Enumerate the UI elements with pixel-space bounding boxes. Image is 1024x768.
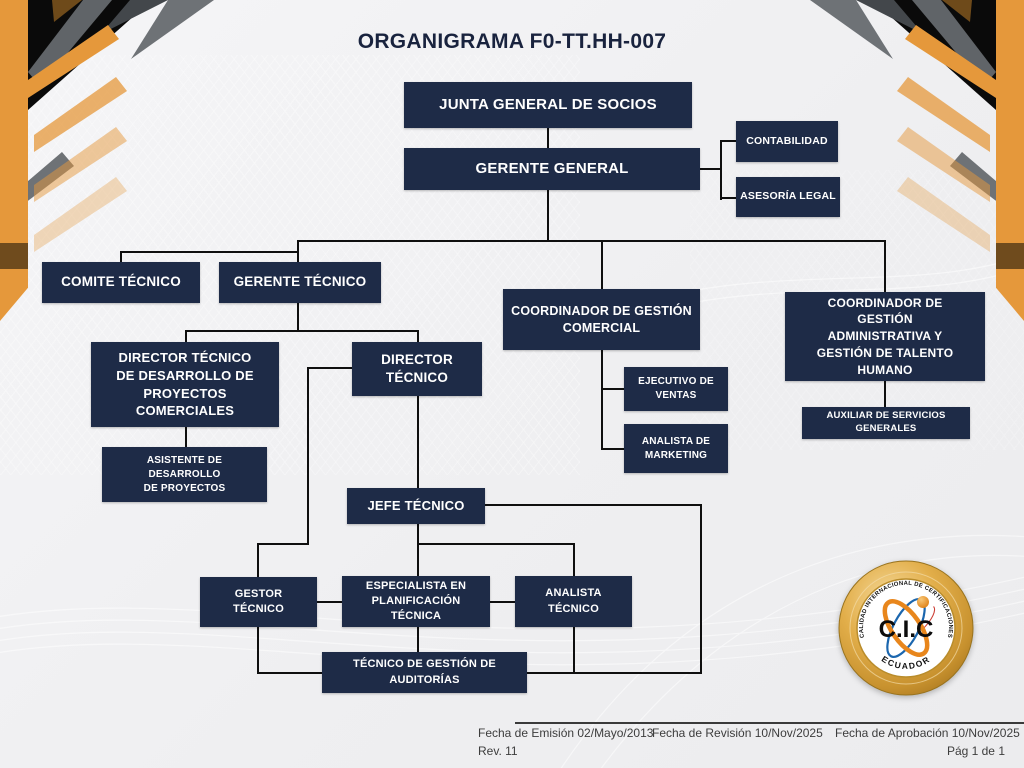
connector [720, 197, 736, 199]
decor-brown-block [996, 243, 1024, 269]
connector [417, 627, 419, 652]
org-node-coordinador-comercial: COORDINADOR DE GESTIÓN COMERCIAL [503, 289, 700, 350]
connector [185, 330, 187, 342]
org-node-ejecutivo-ventas: EJECUTIVO DE VENTAS [624, 367, 728, 411]
connector [120, 251, 122, 262]
connector [417, 543, 575, 545]
footer-fecha-revision: Fecha de Revisión 10/Nov/2025 [652, 726, 823, 740]
org-node-director-desarrollo: DIRECTOR TÉCNICO DE DESARROLLO DE PROYEC… [91, 342, 279, 427]
org-node-junta-general: JUNTA GENERAL DE SOCIOS [404, 82, 692, 128]
connector [527, 672, 702, 674]
connector [297, 303, 299, 331]
org-node-coordinador-administrativo: COORDINADOR DE GESTIÓN ADMINISTRATIVA Y … [785, 292, 985, 381]
badge-center-text: C.I.C [879, 616, 934, 643]
footer-fecha-emision: Fecha de Emisión 02/Mayo/2013 [478, 726, 654, 740]
connector [601, 388, 624, 390]
connector [490, 601, 515, 603]
footer-page-number: Pág 1 de 1 [946, 744, 1005, 758]
org-node-director-tecnico: DIRECTOR TÉCNICO [352, 342, 482, 396]
connector [547, 128, 549, 148]
badge-orange-ball [917, 596, 929, 608]
connector [720, 140, 722, 200]
cic-logo: CALIDAD INTERNACIONAL DE CERTIFICACIONES… [838, 560, 974, 696]
org-node-contabilidad: CONTABILIDAD [736, 121, 838, 162]
connector [485, 504, 702, 506]
org-node-gestor-tecnico: GESTOR TÉCNICO [200, 577, 317, 627]
connector [417, 524, 419, 576]
connector [417, 330, 419, 342]
connector [573, 543, 575, 576]
org-node-asesoria-legal: ASESORÍA LEGAL [736, 177, 840, 217]
connector [884, 381, 886, 407]
connector [601, 240, 603, 289]
connector [700, 504, 702, 674]
org-node-tecnico-auditorias: TÉCNICO DE GESTIÓN DE AUDITORÍAS [322, 652, 527, 693]
connector [547, 190, 549, 241]
org-node-gerente-general: GERENTE GENERAL [404, 148, 700, 190]
connector [573, 627, 575, 673]
footer-fecha-aprobacion: Fecha de Aprobación 10/Nov/2025 [835, 726, 1020, 740]
connector [120, 251, 299, 253]
badge-inner-circle [856, 578, 956, 678]
connector [601, 350, 603, 449]
connector [307, 367, 309, 545]
connector [257, 672, 322, 674]
connector [700, 168, 722, 170]
org-node-comite-tecnico: COMITE TÉCNICO [42, 262, 200, 303]
connector [185, 330, 419, 332]
decor-orange-tail [996, 269, 1024, 321]
decor-orange-tail [0, 269, 28, 321]
org-node-gerente-tecnico: GERENTE TÉCNICO [219, 262, 381, 303]
connector [417, 396, 419, 488]
connector [257, 543, 259, 577]
org-node-especialista-planificacion: ESPECIALISTA EN PLANIFICACIÓN TÉCNICA [342, 576, 490, 627]
connector [307, 367, 352, 369]
connector [257, 543, 309, 545]
org-node-analista-tecnico: ANALISTA TÉCNICO [515, 576, 632, 627]
connector [720, 140, 736, 142]
footer-revision-number: Rev. 11 [478, 744, 518, 758]
org-node-auxiliar-servicios: AUXILIAR DE SERVICIOS GENERALES [802, 407, 970, 439]
decor-brown-block [0, 243, 28, 269]
connector [257, 627, 259, 674]
connector [297, 240, 886, 242]
org-node-asistente-desarrollo: ASISTENTE DE DESARROLLO DE PROYECTOS [102, 447, 267, 502]
page-title: ORGANIGRAMA F0-TT.HH-007 [357, 30, 667, 53]
connector [884, 240, 886, 292]
org-node-analista-marketing: ANALISTA DE MARKETING [624, 424, 728, 473]
org-node-jefe-tecnico: JEFE TÉCNICO [347, 488, 485, 524]
connector [185, 427, 187, 447]
connector [317, 601, 342, 603]
connector [601, 448, 624, 450]
footer-separator-line [515, 722, 1024, 724]
